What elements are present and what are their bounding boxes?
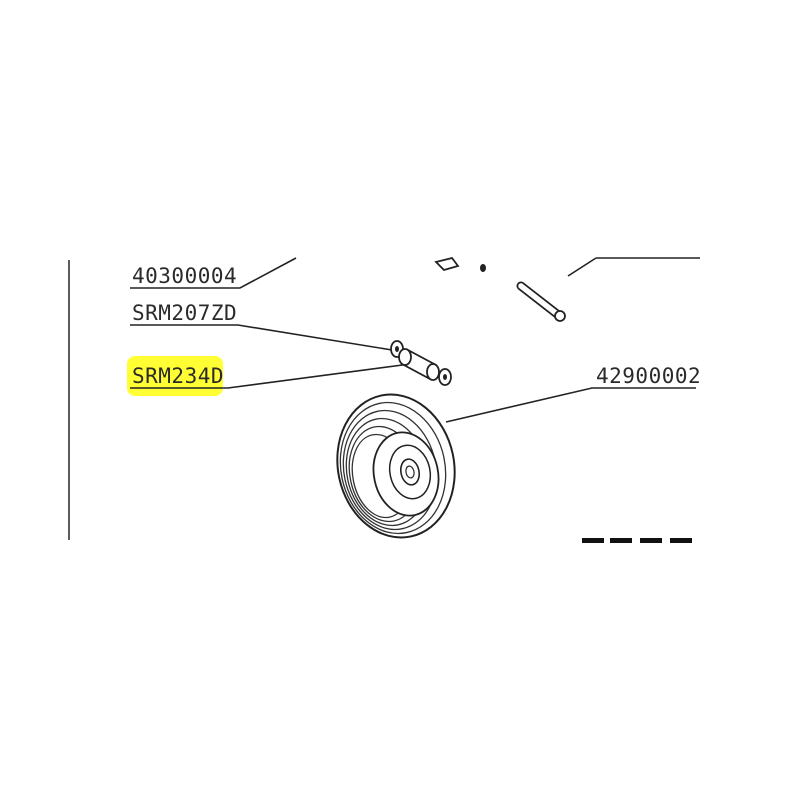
- label-srm234d: SRM234D: [132, 364, 224, 388]
- bracket-fragment: [434, 256, 460, 272]
- leader-line-42900002: [445, 387, 696, 423]
- cut-off-heading-fragment: [582, 538, 692, 543]
- leader-line-srm207zd: [130, 324, 393, 351]
- spacer-part: [390, 340, 452, 386]
- label-highlight: [127, 356, 223, 396]
- small-bolt: [480, 264, 486, 272]
- label-40300004: 40300004: [132, 264, 237, 288]
- label-42900002: 42900002: [596, 364, 701, 388]
- leader-line-top-right: [567, 257, 597, 277]
- leader-line-40300004: [130, 257, 297, 289]
- wheel-part: [336, 393, 456, 539]
- leader-line-srm234d: [130, 363, 411, 389]
- pin-part: [516, 281, 566, 322]
- label-srm207zd: SRM207ZD: [132, 301, 237, 325]
